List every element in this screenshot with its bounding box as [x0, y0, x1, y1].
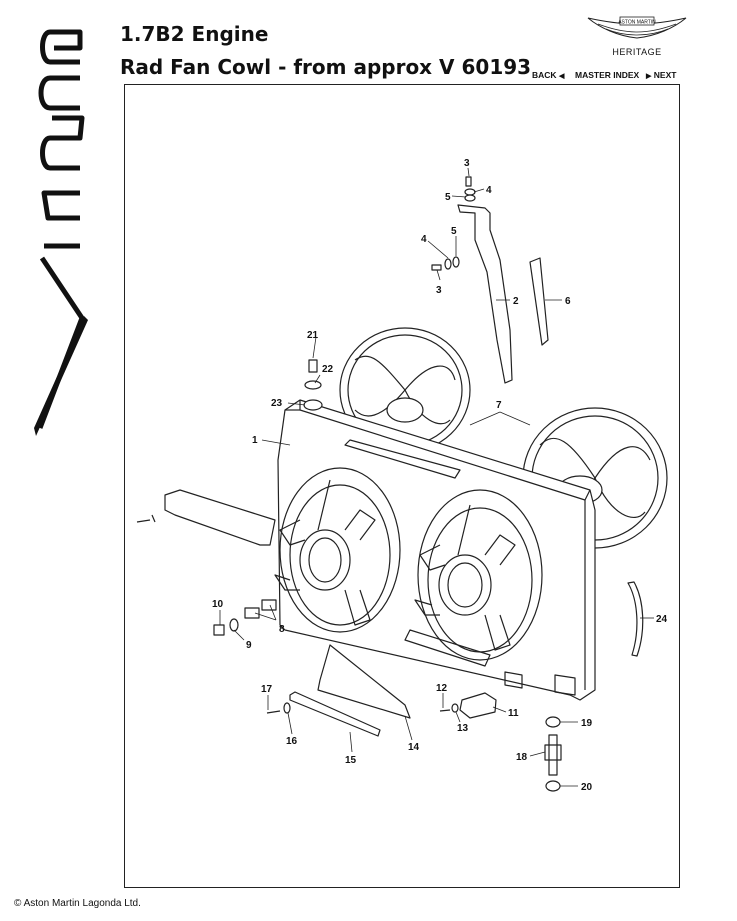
callout-10: 10: [212, 599, 224, 610]
copyright-footer: © Aston Martin Lagonda Ltd.: [14, 898, 141, 909]
callout-24: 24: [656, 614, 668, 625]
left-bracket: [164, 489, 276, 546]
callout-9: 9: [246, 640, 252, 651]
callout-11: 11: [508, 708, 519, 719]
callout-19: 19: [581, 718, 593, 729]
callout-12: 12: [436, 683, 448, 694]
callout-17: 17: [261, 684, 273, 695]
page-title: 1.7B2 Engine: [120, 22, 269, 46]
clip: [459, 692, 497, 719]
callout-4b: 4: [421, 234, 427, 245]
callout-8: 8: [279, 624, 285, 635]
callout-13: 13: [457, 723, 469, 734]
callout-14: 14: [408, 742, 420, 753]
fasteners: [136, 176, 562, 792]
arrow-right-icon: ▶: [646, 73, 652, 80]
master-index-link[interactable]: MASTER INDEX: [575, 70, 640, 80]
callout-16: 16: [286, 736, 298, 747]
callout-20: 20: [581, 782, 593, 793]
callout-3a: 3: [464, 158, 470, 169]
callout-5a: 5: [445, 192, 451, 203]
aston-martin-wings-logo: ASTON MARTIN: [587, 16, 687, 39]
callout-labels: 21 22 23 1 3 4 5 4 5 3 2 6 7 8 9 10 11 1…: [212, 158, 668, 793]
callout-1: 1: [252, 435, 258, 446]
callout-3b: 3: [436, 285, 442, 296]
next-link[interactable]: ▶ NEXT: [646, 68, 676, 82]
back-label: BACK: [532, 70, 557, 80]
callout-18: 18: [516, 752, 528, 763]
callout-23: 23: [271, 398, 283, 409]
callout-21: 21: [307, 330, 319, 341]
brand-logo-text: ASTON MARTIN: [618, 20, 656, 26]
upper-bracket: [457, 204, 513, 384]
back-link[interactable]: BACK ◀: [532, 68, 564, 82]
callout-7: 7: [496, 400, 502, 411]
callout-6: 6: [565, 296, 571, 307]
fan-left: [339, 327, 471, 453]
page-subtitle: Rad Fan Cowl - from approx V 60193: [120, 55, 532, 79]
seal-strip: [529, 257, 549, 346]
virage-logo: [34, 29, 88, 436]
diagram-frame: [124, 84, 680, 888]
brand-subtitle: HERITAGE: [612, 47, 662, 57]
callout-2: 2: [513, 296, 519, 307]
lower-strip: [289, 691, 381, 737]
edge-seal: [627, 581, 644, 657]
lower-bracket: [317, 644, 411, 719]
callout-5b: 5: [451, 226, 457, 237]
arrow-left-icon: ◀: [558, 73, 565, 80]
leader-lines: [219, 167, 654, 787]
next-label: NEXT: [653, 70, 677, 80]
fan-cowl: [274, 399, 596, 701]
callout-22: 22: [322, 364, 334, 375]
callout-4a: 4: [486, 185, 492, 196]
callout-15: 15: [345, 755, 357, 766]
